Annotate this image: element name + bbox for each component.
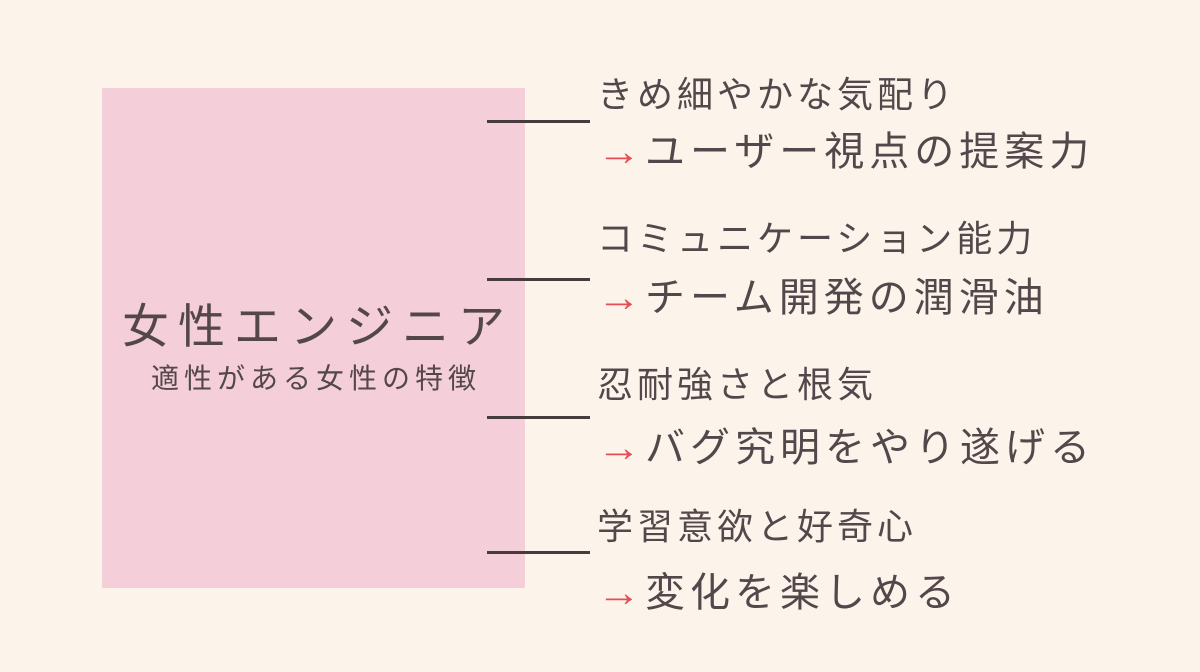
page-subtitle: 適性がある女性の特徴 <box>150 364 481 395</box>
connector-line-4 <box>487 551 590 554</box>
connector-line-2 <box>487 278 590 281</box>
connector-line-3 <box>487 416 590 419</box>
right-arrow-icon: → <box>597 275 641 320</box>
title-panel: 女性エンジニア 適性がある女性の特徴 <box>102 88 525 588</box>
right-arrow-icon: → <box>597 129 641 174</box>
benefit-label-2: チーム開発の潤滑油 <box>645 275 1049 320</box>
benefit-row-4: →変化を楽しめる <box>597 568 960 618</box>
right-arrow-icon: → <box>597 570 641 615</box>
trait-label-3: 忍耐強さと根気 <box>597 365 878 405</box>
benefit-row-3: →バグ究明をやり遂げる <box>597 423 1095 473</box>
benefit-label-1: ユーザー視点の提案力 <box>645 129 1095 174</box>
benefit-label-3: バグ究明をやり遂げる <box>645 425 1095 470</box>
trait-label-4: 学習意欲と好奇心 <box>597 507 918 547</box>
connector-line-1 <box>487 120 590 123</box>
trait-label-1: きめ細やかな気配り <box>597 75 958 115</box>
benefit-row-1: →ユーザー視点の提案力 <box>597 127 1094 177</box>
right-arrow-icon: → <box>597 425 641 470</box>
trait-label-2: コミュニケーション能力 <box>597 219 1037 259</box>
benefit-row-2: →チーム開発の潤滑油 <box>597 273 1049 323</box>
benefit-label-4: 変化を楽しめる <box>645 570 960 615</box>
page-title: 女性エンジニア <box>122 302 514 354</box>
